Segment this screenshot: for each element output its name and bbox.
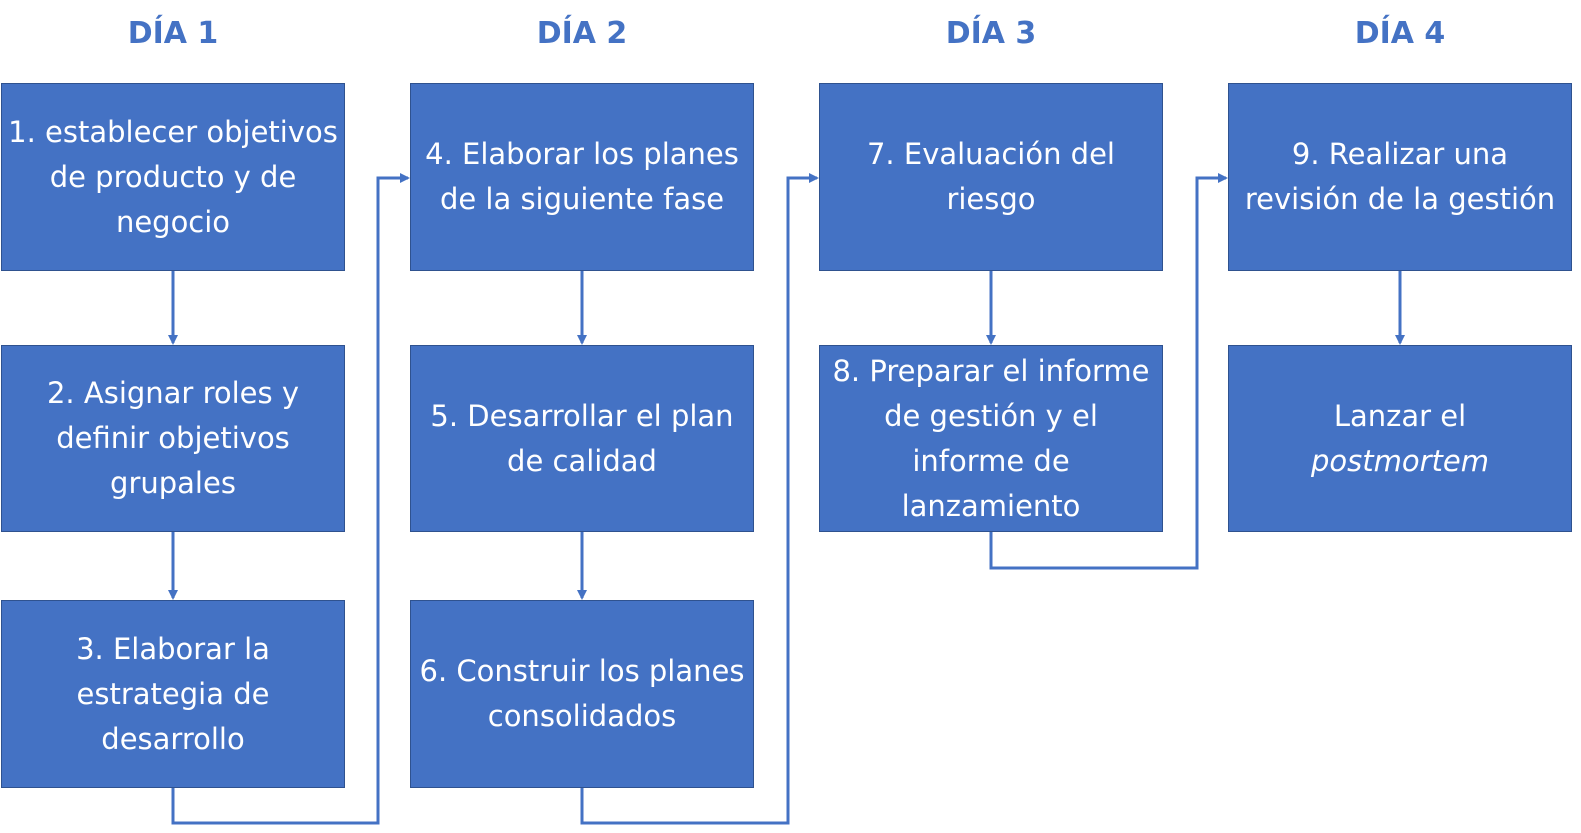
step-1-box: 1. establecer objetivos de producto y de… [1,83,345,271]
step-1-text: 1. establecer objetivos de producto y de… [8,114,338,239]
arrow-6-to-7 [580,173,819,825]
step-7-box: 7. Evaluación del riesgo [819,83,1163,271]
step-9-text: 9. Realizar una revisión de la gestión [1244,137,1556,216]
step-8-text: 8. Preparar el informe de gestión y el i… [832,353,1150,523]
step-4-text: 4. Elaborar los planes de la siguiente f… [425,137,739,216]
step-9-box: 9. Realizar una revisión de la gestión [1228,83,1572,271]
step-4-box: 4. Elaborar los planes de la siguiente f… [410,83,754,271]
step-10-text: Lanzar el postmortem [1311,394,1489,484]
step-3-text: 3. Elaborar la estrategia de desarrollo [76,631,270,756]
step-6-box: 6. Construir los planes consolidados [410,600,754,788]
day-1-header: DÍA 1 [127,16,219,51]
step-7-text: 7. Evaluación del riesgo [866,137,1115,216]
step-6-text: 6. Construir los planes consolidados [419,654,745,733]
day-4-header: DÍA 4 [1354,16,1446,51]
step-10-emphasis: postmortem [1310,443,1489,478]
arrow-3-to-4 [171,173,410,825]
step-5-box: 5. Desarrollar el plan de calidad [410,345,754,532]
step-2-box: 2. Asignar roles y definir objetivos gru… [1,345,345,532]
step-5-text: 5. Desarrollar el plan de calidad [430,398,734,478]
day-2-header: DÍA 2 [536,16,628,51]
step-10-box: Lanzar el postmortem [1228,345,1572,532]
day-3-header: DÍA 3 [945,16,1037,51]
step-10-prefix: Lanzar el [1333,398,1467,433]
step-3-box: 3. Elaborar la estrategia de desarrollo [1,600,345,788]
step-8-box: 8. Preparar el informe de gestión y el i… [819,345,1163,532]
arrow-8-to-9 [989,173,1228,570]
step-2-text: 2. Asignar roles y definir objetivos gru… [46,376,299,500]
